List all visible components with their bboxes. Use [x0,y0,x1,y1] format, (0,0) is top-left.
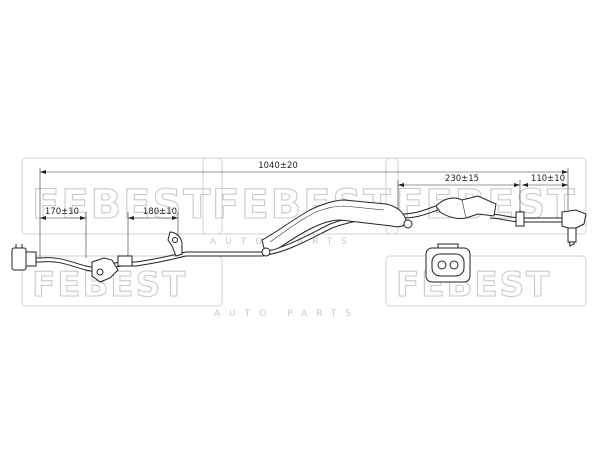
bracket-first [91,255,133,283]
dimension-sensor-tip: 110±10 [522,174,568,187]
dimension-left-second-label: 180±10 [143,207,177,217]
dimension-sensor-branch: 230±15 [397,174,521,214]
watermark-left: FEBEST [21,157,223,235]
dimension-left-first: 170±10 [40,207,87,258]
watermark-bottom-right: FEBEST [385,255,587,307]
sensor-head [561,209,587,247]
dimension-left-first-label: 170±10 [45,207,79,217]
dimension-overall: 1040±20 [39,161,569,258]
watermark-right: FEBEST [385,157,587,235]
sensor-grommet [435,195,497,219]
left-connector [11,244,37,271]
dimension-left-second: 180±10 [127,207,179,262]
watermark-brand-left: FEBEST [32,182,213,228]
dimension-sensor-branch-label: 230±15 [445,174,479,184]
sensor-clip [515,211,525,227]
dimension-sensor-tip-label: 110±10 [531,174,565,184]
bracket-second [167,231,183,257]
dimension-overall-label: 1040±20 [258,161,298,171]
watermark-brand-bottom-right: FEBEST [396,265,551,305]
bracket-main [261,199,413,257]
watermark-subtitle-bottom: AUTO PARTS [214,309,360,319]
connector-face [425,243,471,283]
